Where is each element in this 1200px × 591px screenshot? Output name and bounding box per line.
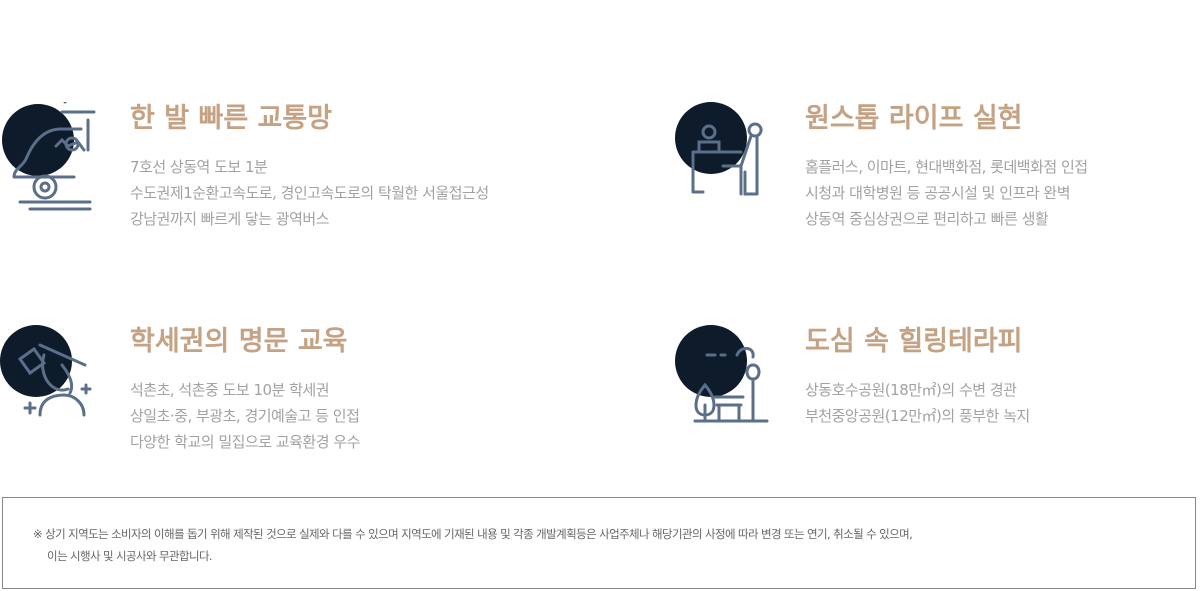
feature-line: 시청과 대학병원 등 공공시설 및 인프라 완벽 [805, 184, 1071, 202]
feature-line: 수도권제1순환고속도로, 경인고속도로의 탁월한 서울접근성 [130, 184, 489, 202]
feature-title: 원스톱 라이프 실현 [805, 103, 1023, 134]
feature-line: 석촌초, 석촌중 도보 10분 학세권 [130, 381, 330, 399]
feature-title: 학세권의 명문 교육 [130, 326, 348, 357]
feature-line: 상동역 중심상권으로 편리하고 빠른 생활 [805, 210, 1049, 228]
feature-line: 7호선 상동역 도보 1분 [130, 158, 268, 176]
park-bench-icon [675, 325, 769, 423]
disclaimer-box: ※ 상기 지역도는 소비자의 이해를 돕기 위해 제작된 것으로 실제와 다를 … [2, 497, 1196, 589]
feature-title: 한 발 빠른 교통망 [130, 103, 333, 134]
car-icon [2, 102, 96, 211]
feature-line: 다양한 학교의 밀집으로 교육환경 우수 [130, 433, 360, 451]
feature-line: 홈플러스, 이마트, 현대백화점, 롯데백화점 인접 [805, 158, 1088, 176]
disclaimer-line: ※ 상기 지역도는 소비자의 이해를 돕기 위해 제작된 것으로 실제와 다를 … [33, 527, 913, 541]
shopping-counter-icon [675, 102, 763, 196]
disclaimer-line: 이는 시행사 및 시공사와 무관합니다. [47, 549, 213, 563]
feature-line: 상일초·중, 부광초, 경기예술고 등 인접 [130, 407, 360, 425]
feature-line: 강남권까지 빠르게 닿는 광역버스 [130, 210, 330, 228]
feature-line: 상동호수공원(18만㎡)의 수변 경관 [805, 381, 1017, 399]
graduate-icon [0, 325, 92, 417]
feature-title: 도심 속 힐링테라피 [805, 326, 1023, 357]
feature-line: 부천중앙공원(12만㎡)의 풍부한 녹지 [805, 407, 1030, 425]
